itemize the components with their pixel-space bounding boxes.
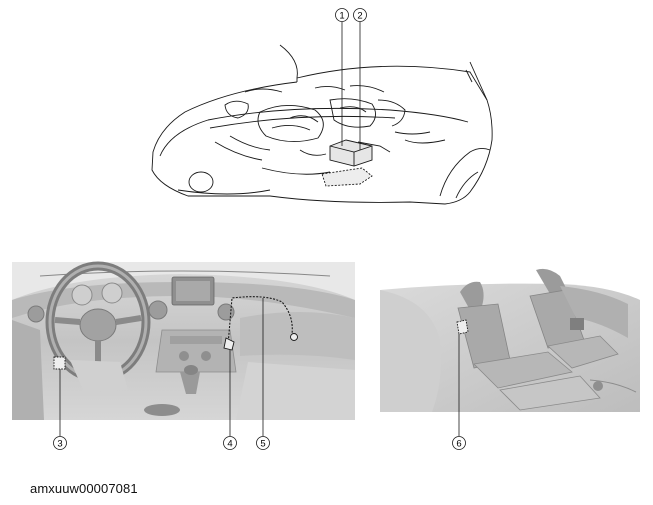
callout-6-label: 6 — [456, 439, 461, 450]
callout-4-label: 4 — [227, 439, 232, 450]
callout-3-label: 3 — [57, 439, 62, 450]
cabin-dashboard-illustration — [12, 261, 355, 420]
callout-2: 2 — [353, 8, 367, 22]
callout-5-label: 5 — [260, 439, 265, 450]
callout-3: 3 — [53, 436, 67, 450]
callout-4: 4 — [223, 436, 237, 450]
seat-area-illustration — [380, 268, 640, 412]
engine-bay-illustration — [151, 44, 493, 205]
callout-1: 1 — [335, 8, 349, 22]
callout-1-label: 1 — [339, 11, 344, 22]
callout-2-label: 2 — [357, 11, 362, 22]
leader-lines — [59, 22, 460, 436]
callout-5: 5 — [256, 436, 270, 450]
callout-6: 6 — [452, 436, 466, 450]
figure-code: amxuuw00007081 — [30, 481, 138, 496]
